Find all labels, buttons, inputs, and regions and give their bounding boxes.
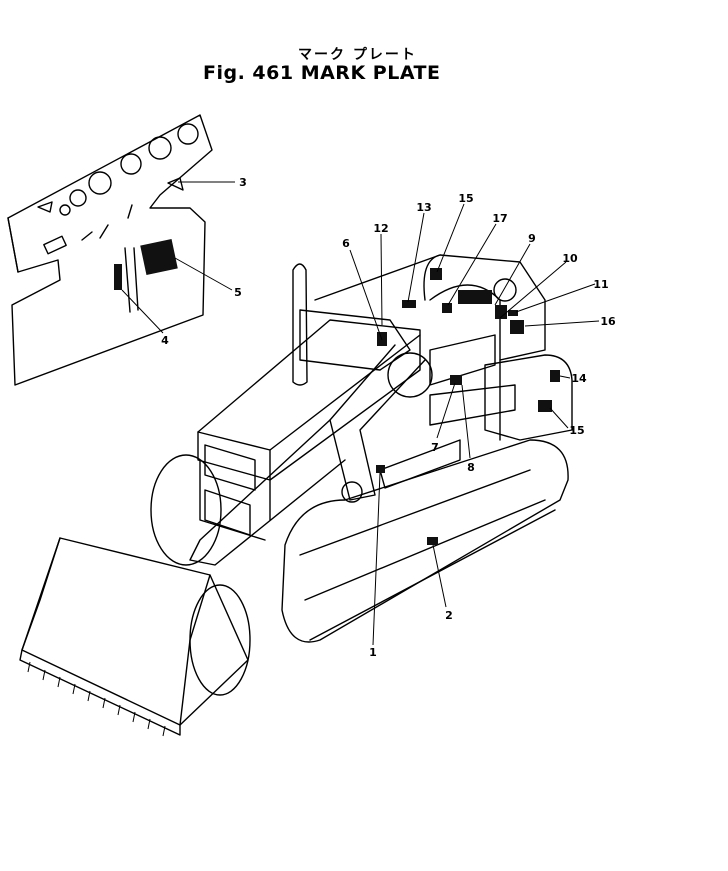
track-loader-drawing xyxy=(19,254,573,737)
callout-15-bottom: 15 xyxy=(569,424,584,437)
figure-title: Fig. 461 MARK PLATE xyxy=(203,62,441,84)
callout-3: 3 xyxy=(239,176,247,189)
callout-14: 14 xyxy=(571,372,587,385)
callout-6: 6 xyxy=(342,237,350,250)
callout-9: 9 xyxy=(528,232,536,245)
callout-13: 13 xyxy=(416,201,431,214)
callout-8: 8 xyxy=(467,461,475,474)
figure-title-japanese: マーク プレート xyxy=(298,47,417,63)
callout-17: 17 xyxy=(492,212,507,225)
callout-16: 16 xyxy=(600,315,616,328)
instrument-panel-inset xyxy=(7,114,213,386)
callout-4: 4 xyxy=(161,334,169,347)
callout-12: 12 xyxy=(373,222,388,235)
callout-11: 11 xyxy=(593,278,608,291)
callout-2: 2 xyxy=(445,609,453,622)
callout-1: 1 xyxy=(369,646,377,659)
callout-10: 10 xyxy=(562,252,578,265)
callout-5: 5 xyxy=(234,286,242,299)
callout-15-top: 15 xyxy=(458,192,473,205)
leader-lines xyxy=(121,181,600,646)
callout-7: 7 xyxy=(431,441,439,454)
